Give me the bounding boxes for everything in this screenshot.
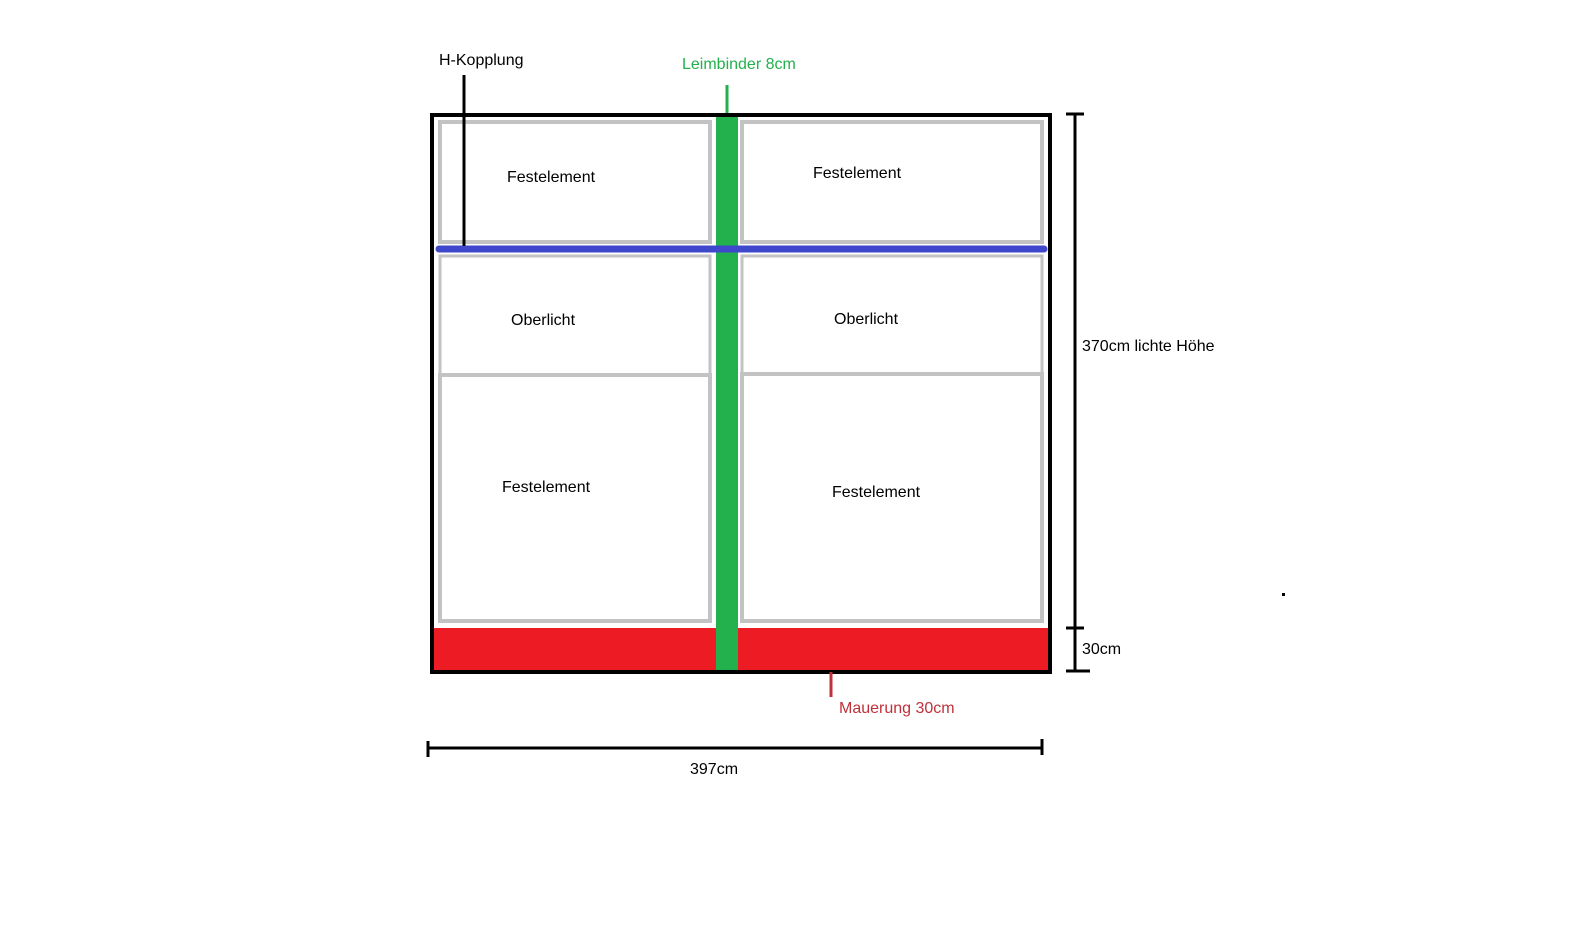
outer-frame <box>430 113 1052 674</box>
height-clear-label: 370cm lichte Höhe <box>1082 338 1215 355</box>
panel-top-right-label: Festelement <box>813 165 902 182</box>
panel-mid-right-label: Oberlicht <box>834 311 899 328</box>
panel-bottom-right-label: Festelement <box>832 484 921 501</box>
mauerung-label: Mauerung 30cm <box>839 700 955 717</box>
panel-bottom-left <box>438 373 712 623</box>
leimbinder-label: Leimbinder 8cm <box>682 56 796 73</box>
panel-mid-left-label: Oberlicht <box>511 312 576 329</box>
panel-top-left-label: Festelement <box>507 169 596 186</box>
width-label: 397cm <box>690 761 738 778</box>
stray-dot <box>1282 593 1285 596</box>
panel-top-left <box>438 120 712 244</box>
mauerung-wall <box>432 628 1050 672</box>
panel-bottom-right <box>740 372 1044 623</box>
h-kopplung-label: H-Kopplung <box>439 52 524 69</box>
leimbinder-beam <box>716 116 738 670</box>
panel-top-right <box>740 120 1044 244</box>
panel-bottom-left-label: Festelement <box>502 479 591 496</box>
height-wall-label: 30cm <box>1082 641 1121 658</box>
